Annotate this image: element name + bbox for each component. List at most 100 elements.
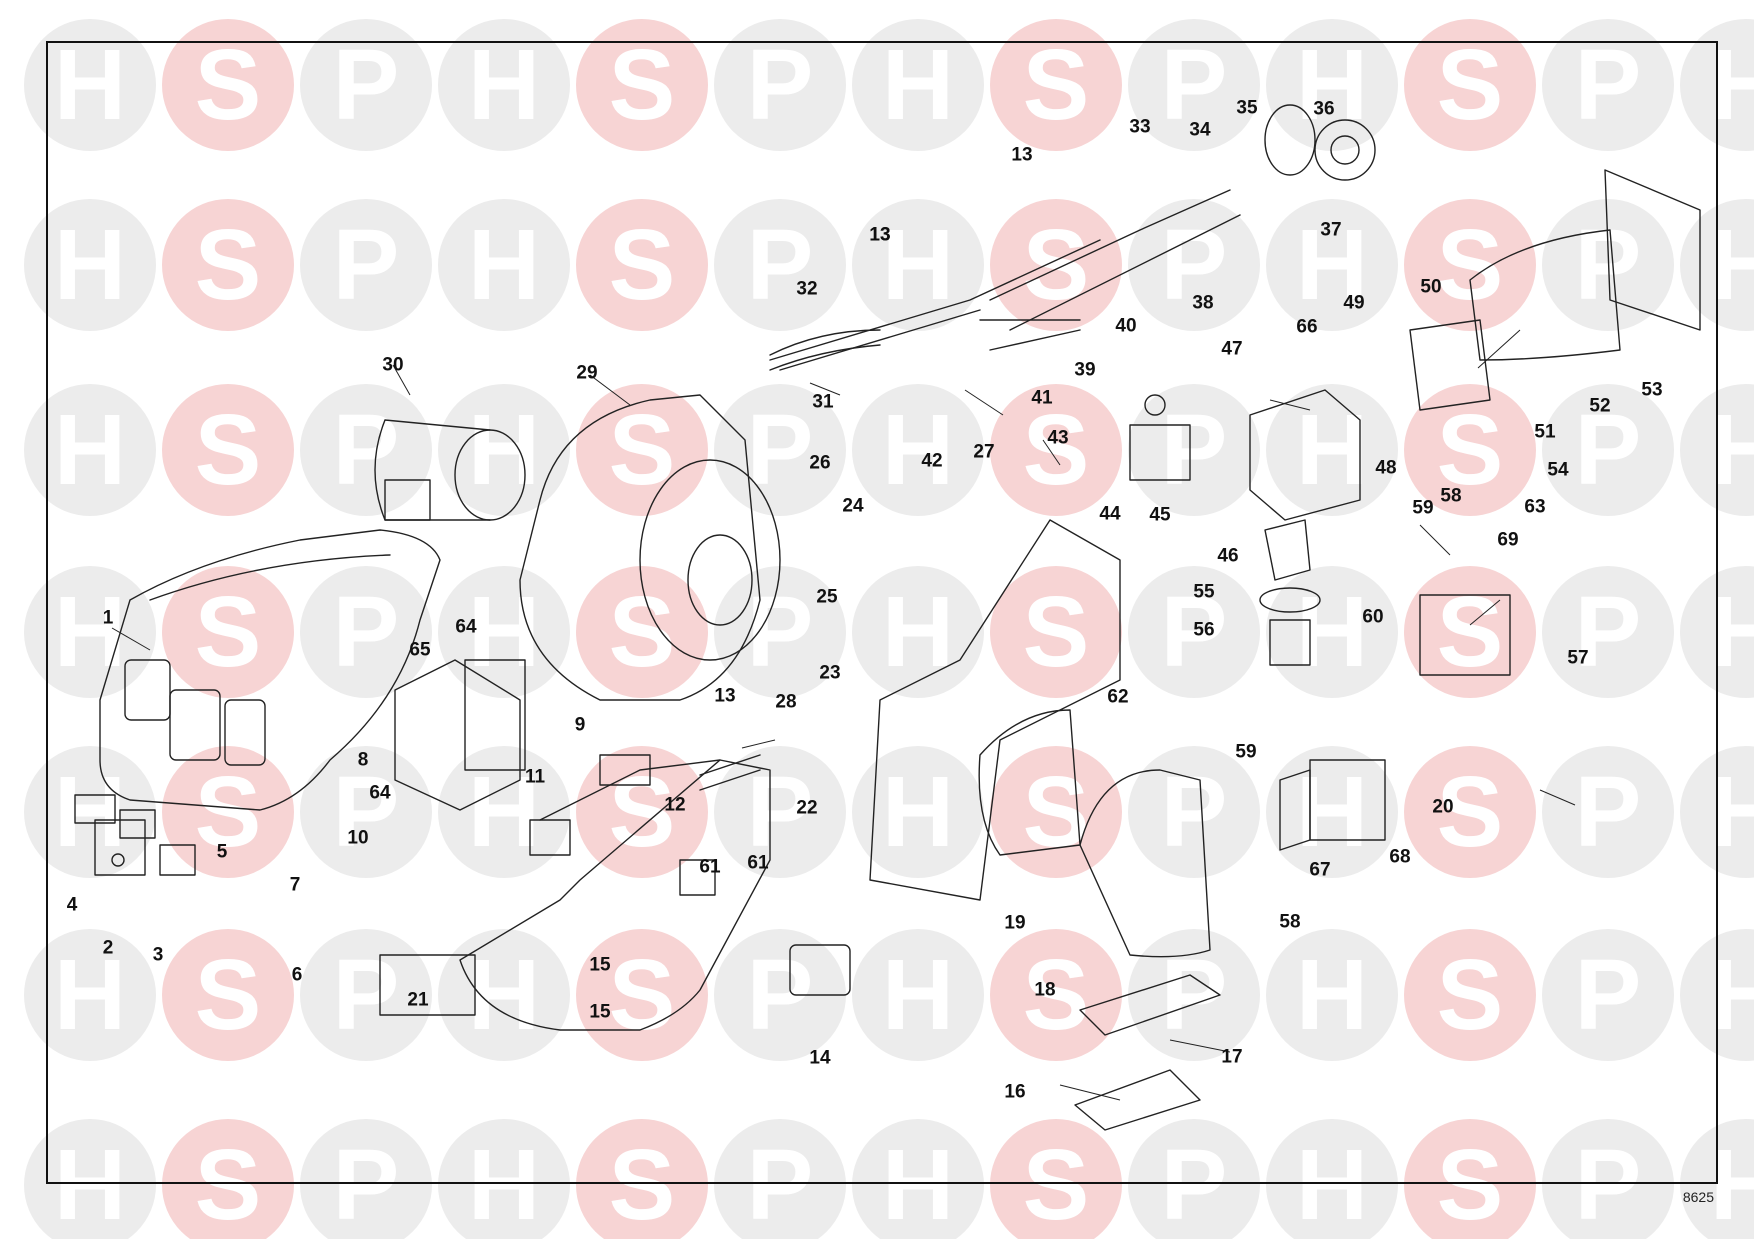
callout-label: 43 bbox=[1047, 427, 1069, 449]
watermark-letter: S bbox=[609, 939, 676, 1051]
callout-label: 51 bbox=[1534, 421, 1556, 443]
watermark-letter: S bbox=[195, 756, 262, 868]
watermark-letter: H bbox=[1296, 1129, 1368, 1239]
callout-label: 44 bbox=[1099, 503, 1121, 525]
callout-label: 30 bbox=[382, 354, 404, 376]
watermark-letter: P bbox=[747, 209, 814, 321]
watermark-disc bbox=[1542, 384, 1674, 516]
watermark-disc bbox=[300, 1119, 432, 1239]
watermark-disc bbox=[1266, 19, 1398, 151]
watermark-letter: S bbox=[1437, 29, 1504, 141]
watermark-letter: S bbox=[609, 394, 676, 506]
watermark-disc bbox=[1404, 1119, 1536, 1239]
callout-label: 2 bbox=[102, 937, 114, 959]
callout-label: 31 bbox=[812, 391, 834, 413]
watermark-letter: S bbox=[195, 394, 262, 506]
watermark-disc bbox=[1128, 384, 1260, 516]
callout-label: 61 bbox=[699, 856, 721, 878]
watermark-disc bbox=[576, 929, 708, 1061]
callout-label: 32 bbox=[796, 278, 818, 300]
watermark-letter: S bbox=[609, 29, 676, 141]
callout-label: 56 bbox=[1193, 619, 1215, 641]
watermark-disc bbox=[714, 746, 846, 878]
callout-label: 6 bbox=[291, 964, 303, 986]
callout-label: 25 bbox=[816, 586, 838, 608]
callout-label: 62 bbox=[1107, 686, 1129, 708]
drawing-reference-number: 8625 bbox=[1682, 1189, 1714, 1205]
callout-label: 5 bbox=[216, 841, 228, 863]
mesh-filter bbox=[1074, 1069, 1201, 1131]
watermark-disc bbox=[1266, 384, 1398, 516]
plate bbox=[159, 844, 196, 876]
callout-label: 13 bbox=[869, 224, 891, 246]
callout-label: 7 bbox=[289, 874, 301, 896]
callout-label: 64 bbox=[455, 616, 477, 638]
watermark-disc bbox=[1542, 19, 1674, 151]
servo-motor bbox=[1309, 759, 1386, 841]
callout-label: 46 bbox=[1217, 545, 1239, 567]
watermark-disc bbox=[24, 19, 156, 151]
callout-label: 42 bbox=[921, 450, 943, 472]
watermark-letter: H bbox=[468, 209, 540, 321]
callout-label: 11 bbox=[524, 766, 546, 788]
watermark-letter: S bbox=[609, 756, 676, 868]
watermark-letter: S bbox=[195, 1129, 262, 1239]
callout-label: 10 bbox=[347, 827, 369, 849]
callout-label: 13 bbox=[714, 685, 736, 707]
callout-label: 13 bbox=[1011, 144, 1033, 166]
callout-label: 34 bbox=[1189, 119, 1211, 141]
watermark-letter: H bbox=[468, 756, 540, 868]
callout-label: 67 bbox=[1309, 859, 1331, 881]
callout-label: 3 bbox=[152, 944, 164, 966]
watermark-disc bbox=[300, 746, 432, 878]
watermark-disc bbox=[714, 384, 846, 516]
watermark-disc bbox=[1404, 199, 1536, 331]
callout-label: 20 bbox=[1432, 796, 1454, 818]
watermark-disc bbox=[300, 384, 432, 516]
burner-housing bbox=[1079, 769, 1211, 958]
callout-label: 40 bbox=[1115, 315, 1137, 337]
watermark-letter: H bbox=[54, 209, 126, 321]
fan-wheel bbox=[639, 459, 781, 661]
callout-label: 55 bbox=[1193, 581, 1215, 603]
pump-body bbox=[1259, 587, 1321, 613]
watermark-letter: P bbox=[333, 209, 400, 321]
motor bbox=[454, 429, 526, 521]
plate bbox=[74, 794, 116, 824]
watermark-disc bbox=[990, 199, 1122, 331]
callout-label: 16 bbox=[1004, 1081, 1026, 1103]
watermark-disc bbox=[852, 19, 984, 151]
watermark-letter: P bbox=[1575, 939, 1642, 1051]
watermark-disc bbox=[300, 566, 432, 698]
watermark-disc bbox=[990, 566, 1122, 698]
watermark-disc bbox=[852, 746, 984, 878]
watermark-letter: H bbox=[54, 939, 126, 1051]
cover-plate bbox=[1079, 974, 1221, 1036]
callout-label: 66 bbox=[1296, 316, 1318, 338]
watermark-disc bbox=[714, 566, 846, 698]
watermark-disc bbox=[24, 929, 156, 1061]
callout-label: 41 bbox=[1031, 387, 1053, 409]
watermark-letter: H bbox=[468, 576, 540, 688]
watermark-disc bbox=[300, 929, 432, 1061]
front-cover bbox=[99, 529, 441, 811]
ignition-transformer bbox=[1419, 594, 1511, 676]
callout-label: 14 bbox=[809, 1047, 831, 1069]
watermark-letter: H bbox=[882, 29, 954, 141]
callout-label: 47 bbox=[1221, 338, 1243, 360]
watermark-disc bbox=[852, 1119, 984, 1239]
watermark-letter: P bbox=[333, 1129, 400, 1239]
watermark-letter: H bbox=[882, 939, 954, 1051]
callout-label: 68 bbox=[1389, 846, 1411, 868]
blast-tube bbox=[989, 189, 1241, 331]
callout-label: 58 bbox=[1279, 911, 1301, 933]
callout-label: 24 bbox=[842, 495, 864, 517]
control-module bbox=[394, 659, 521, 811]
heater-coil bbox=[379, 954, 476, 1016]
watermark-disc bbox=[1128, 929, 1260, 1061]
watermark-disc bbox=[24, 566, 156, 698]
watermark-disc bbox=[990, 1119, 1122, 1239]
watermark-disc bbox=[1128, 1119, 1260, 1239]
